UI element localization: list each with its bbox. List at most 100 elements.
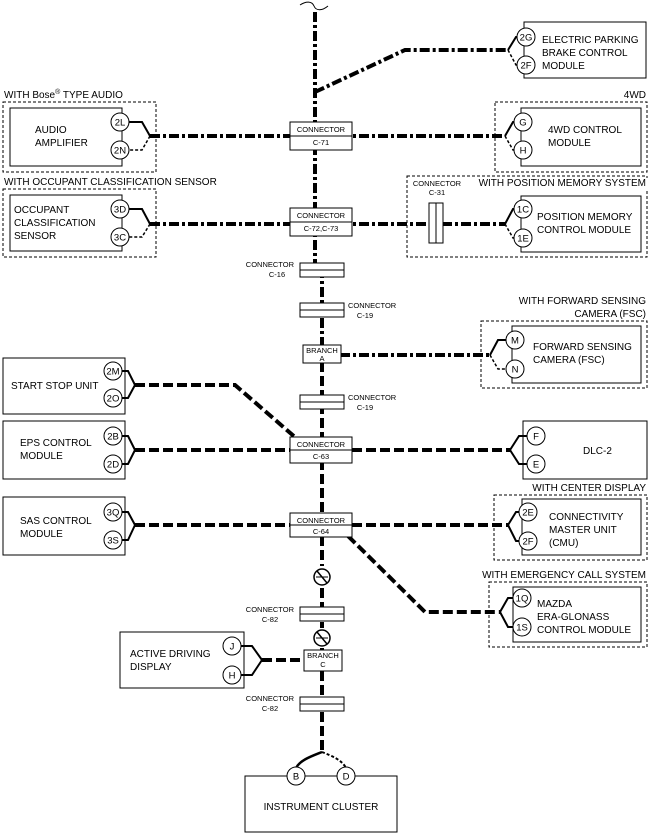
dlc-pin-2: E <box>533 460 539 471</box>
audio-line-2: AMPLIFIER <box>35 138 88 149</box>
connector-c31-label: CONNECTOR <box>413 179 462 188</box>
connector-c82-lower: CONNECTOR C-82 <box>246 694 345 713</box>
fsc-line-2: CAMERA (FSC) <box>533 355 605 366</box>
option-bose-label: WITH Bose® TYPE AUDIO <box>4 88 123 101</box>
option-center-display-label: WITH CENTER DISPLAY <box>532 483 646 494</box>
ocs-line-2: CLASSIFICATION <box>14 218 96 229</box>
connector-c19-upper-label: CONNECTOR <box>348 301 397 310</box>
module-4wd: 4WD 4WD CONTROL MODULE G H <box>494 90 648 173</box>
ic-pin-2: D <box>343 772 350 783</box>
module-forward-sensing-camera: WITH FORWARD SENSING CAMERA (FSC) FORWAR… <box>480 296 648 389</box>
module-epb: ELECTRIC PARKING BRAKE CONTROL MODULE 2G… <box>507 21 647 79</box>
module-instrument-cluster: INSTRUMENT CLUSTER B D <box>244 766 398 833</box>
connector-c64-label: CONNECTOR <box>297 516 346 525</box>
cmu-line-2: MASTER UNIT <box>549 525 617 536</box>
add-pin-2: H <box>229 671 236 682</box>
dlc-line-1: DLC-2 <box>583 446 612 457</box>
posmem-line-1: POSITION MEMORY <box>537 212 633 223</box>
wire-ic-fork-b <box>294 750 323 769</box>
module-eps-control: EPS CONTROL MODULE 2B 2D <box>2 420 136 480</box>
option-fsc-line-1: WITH FORWARD SENSING <box>519 296 646 307</box>
connector-c31-id: C-31 <box>429 188 445 197</box>
option-ocs-label: WITH OCCUPANT CLASSIFICATION SENSOR <box>4 177 217 188</box>
era-line-2: ERA-GLONASS <box>537 612 610 623</box>
ocs-line-3: SENSOR <box>14 231 56 242</box>
module-start-stop-unit: START STOP UNIT 2M 2O <box>2 357 136 415</box>
fwd4-line-1: 4WD CONTROL <box>548 125 622 136</box>
branch-a: BRANCH A <box>302 344 342 364</box>
module-sas-control: SAS CONTROL MODULE 3Q 3S <box>2 496 136 556</box>
connector-c19-lower-label: CONNECTOR <box>348 393 397 402</box>
posmem-pin-2: 1E <box>517 234 529 245</box>
connector-c71-id: C-71 <box>313 138 329 147</box>
branch-a-id: A <box>319 354 324 363</box>
wire-era <box>346 534 500 614</box>
ic-line-1: INSTRUMENT CLUSTER <box>264 802 379 813</box>
epb-line-2: BRAKE CONTROL <box>542 48 628 59</box>
module-position-memory: WITH POSITION MEMORY SYSTEM POSITION MEM… <box>406 175 648 258</box>
cmu-line-3: (CMU) <box>549 538 578 549</box>
sas-line-2: MODULE <box>20 529 63 540</box>
add-pin-1: J <box>230 642 235 653</box>
module-connectivity-master-unit: WITH CENTER DISPLAY CONNECTIVITY MASTER … <box>493 483 648 561</box>
era-pin-2: 1S <box>516 623 528 634</box>
connector-c82-upper-label: CONNECTOR <box>246 605 295 614</box>
connector-c72-label: CONNECTOR <box>297 211 346 220</box>
fwd4-pin-1: G <box>519 118 526 129</box>
audio-pin-1: 2L <box>115 118 126 129</box>
connector-c63-label: CONNECTOR <box>297 440 346 449</box>
option-ecall-label: WITH EMERGENCY CALL SYSTEM <box>482 570 646 581</box>
branch-c-id: C <box>320 660 326 669</box>
connector-c82-lower-id: C-82 <box>262 704 278 713</box>
connector-c16-label: CONNECTOR <box>246 260 295 269</box>
posmem-line-2: CONTROL MODULE <box>537 225 631 236</box>
fsc-line-1: FORWARD SENSING <box>533 342 632 353</box>
fsc-pin-2: N <box>512 365 519 376</box>
era-line-1: MAZDA <box>537 599 572 610</box>
connector-c63-id: C-63 <box>313 452 329 461</box>
era-line-3: CONTROL MODULE <box>537 625 631 636</box>
module-dlc-2: DLC-2 F E <box>509 420 648 480</box>
eps-line-1: EPS CONTROL <box>20 438 92 449</box>
wire-epb <box>314 48 508 94</box>
wire-ic-fork-d <box>321 751 347 769</box>
connector-c72-id: C-72,C-73 <box>304 224 339 233</box>
module-occupant-classification-sensor: WITH OCCUPANT CLASSIFICATION SENSOR OCCU… <box>2 177 217 258</box>
option-posmem-label: WITH POSITION MEMORY SYSTEM <box>479 178 646 189</box>
connector-c64-id: C-64 <box>313 527 329 536</box>
eps-pin-2: 2D <box>107 460 119 471</box>
ssu-line-1: START STOP UNIT <box>11 381 98 392</box>
ocs-line-1: OCCUPANT <box>14 205 69 216</box>
add-line-1: ACTIVE DRIVING <box>130 649 211 660</box>
eps-pin-1: 2B <box>107 432 119 443</box>
audio-pin-2: 2N <box>114 146 126 157</box>
epb-pin-2: 2F <box>520 61 531 72</box>
module-era-glonass: WITH EMERGENCY CALL SYSTEM MAZDA ERA-GLO… <box>482 570 648 648</box>
connector-c19-lower: CONNECTOR C-19 <box>299 393 397 412</box>
wire-break-mark <box>299 1 329 11</box>
wiring <box>135 1 510 769</box>
wire-ssu <box>135 383 298 440</box>
fwd4-pin-2: H <box>520 146 527 157</box>
posmem-pin-1: 1C <box>517 205 529 216</box>
option-4wd-label: 4WD <box>624 90 646 101</box>
sas-pin-2: 3S <box>107 536 119 547</box>
dlc-pin-1: F <box>533 432 539 443</box>
epb-line-1: ELECTRIC PARKING <box>542 35 639 46</box>
sas-line-1: SAS CONTROL <box>20 516 92 527</box>
cmu-pin-1: 2E <box>522 508 534 519</box>
connector-c71-label: CONNECTOR <box>297 125 346 134</box>
era-pin-1: 1Q <box>516 594 529 605</box>
sas-pin-1: 3Q <box>107 508 120 519</box>
connector-c71: CONNECTOR C-71 <box>289 121 353 151</box>
ssu-pin-1: 2M <box>106 367 119 378</box>
cmu-pin-2: 2F <box>522 537 533 548</box>
connector-c64: CONNECTOR C-64 <box>289 512 353 538</box>
module-active-driving-display: ACTIVE DRIVING DISPLAY J H <box>119 631 263 689</box>
ocs-pin-2: 3C <box>114 233 126 244</box>
ocs-pin-1: 3D <box>114 205 126 216</box>
connector-c16-id: C-16 <box>269 270 285 279</box>
epb-line-3: MODULE <box>542 61 585 72</box>
connector-c16: CONNECTOR C-16 <box>246 260 345 279</box>
connector-c19-upper-id: C-19 <box>357 311 373 320</box>
